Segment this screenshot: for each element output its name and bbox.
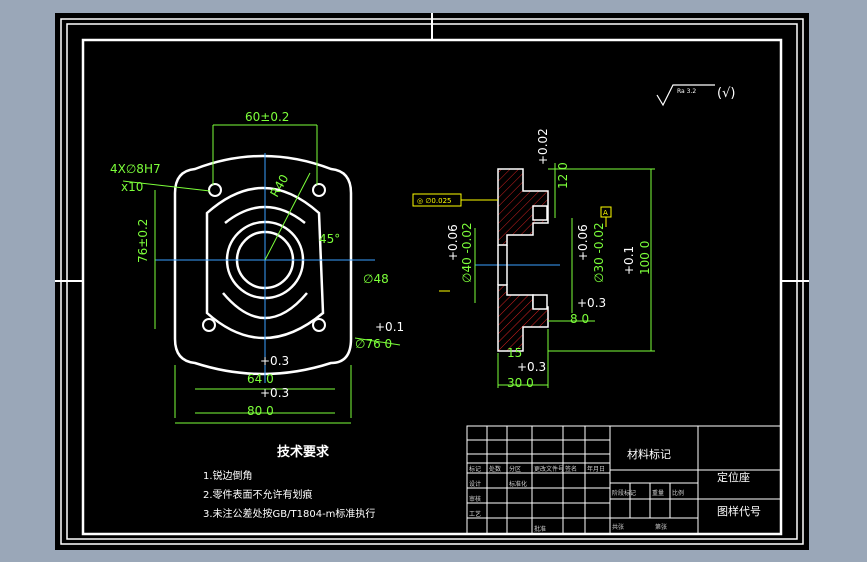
dim-30: 30 0 [507, 376, 534, 390]
tb-cell-9: 重量 [652, 489, 664, 497]
dim-dia-30: ∅30 -0.02 [592, 222, 606, 283]
tol-002-right: +0.02 [536, 128, 550, 165]
tb-cell-0: 标记 [469, 465, 481, 473]
tol-03-right-a: +0.3 [577, 296, 606, 310]
tb-cell-4: 签名 [565, 465, 577, 473]
tb-cell-2: 分区 [509, 465, 521, 473]
drawing-sheet: 60±0.2 76±0.2 4X∅8H7 x10 R40 45° ∅48 ∅76… [55, 13, 809, 550]
dim-width-60: 60±0.2 [245, 110, 289, 124]
tol-03-left-a: +0.3 [260, 354, 289, 368]
front-view [122, 124, 401, 424]
dim-100: 100 0 [638, 241, 652, 275]
cad-drawing: 60±0.2 76±0.2 4X∅8H7 x10 R40 45° ∅48 ∅76… [55, 13, 809, 545]
flatness-callout: ◎ ∅0.025 [417, 197, 451, 205]
outer-border [60, 18, 804, 545]
middle-border [66, 23, 798, 540]
tb-cell-14: 共张 [612, 523, 624, 531]
tol-006-a: +0.06 [446, 224, 460, 261]
tb-cell-12: 工艺 [469, 510, 481, 518]
tb-cell-10: 比例 [672, 489, 684, 497]
tb-cell-1: 处数 [489, 465, 501, 473]
tb-cell-6: 设计 [469, 480, 481, 488]
tech-req-1: 1.锐边倒角 [203, 469, 253, 482]
tech-req-title: 技术要求 [277, 444, 330, 460]
dim-height-76: 76±0.2 [136, 219, 150, 263]
roughness-value: Ra 3.2 [677, 88, 696, 95]
tol-01-right: +0.1 [622, 246, 636, 275]
dim-8: 8 0 [570, 312, 589, 326]
title-block [466, 425, 782, 535]
dim-dia-76: ∅76 0 [355, 337, 392, 351]
tech-req-3: 3.未注公差处按GB/T1804-m标准执行 [203, 507, 375, 520]
inner-border [81, 38, 783, 536]
tol-03-right-b: +0.3 [517, 360, 546, 374]
roughness-paren: (√) [717, 86, 735, 101]
dim-80: 80 0 [247, 404, 274, 418]
hole-note-depth: x10 [121, 180, 143, 194]
dim-dia-48: ∅48 [363, 272, 389, 286]
tech-req-2: 2.零件表面不允许有划痕 [203, 488, 313, 501]
section-view [412, 163, 655, 388]
tb-cell-8: 阶段标记 [612, 489, 636, 497]
dim-12: 12 0 [556, 162, 570, 189]
drawing-number: 图样代号 [717, 504, 761, 518]
tb-cell-13: 批准 [534, 525, 546, 533]
tb-cell-3: 更改文件号 [534, 465, 564, 473]
dim-15: 15 [507, 346, 522, 360]
dim-radius: R40 [267, 172, 291, 199]
tol-03-left-b: +0.3 [260, 386, 289, 400]
material-label: 材料标记 [627, 447, 671, 461]
datum-label: A [603, 209, 608, 217]
dim-angle: 45° [319, 232, 340, 246]
dim-64: 64 0 [247, 372, 274, 386]
tol-01-left: +0.1 [375, 320, 404, 334]
tb-cell-5: 年月日 [587, 465, 605, 473]
roughness-symbol [656, 84, 715, 107]
dim-dia-40: ∅40 -0.02 [460, 222, 474, 283]
tb-cell-11: 审核 [469, 495, 481, 503]
part-name: 定位座 [717, 470, 750, 484]
tol-006-b: +0.06 [576, 224, 590, 261]
tb-cell-15: 第张 [655, 523, 667, 531]
hole-note: 4X∅8H7 [110, 162, 161, 176]
tb-cell-7: 标准化 [509, 480, 527, 488]
